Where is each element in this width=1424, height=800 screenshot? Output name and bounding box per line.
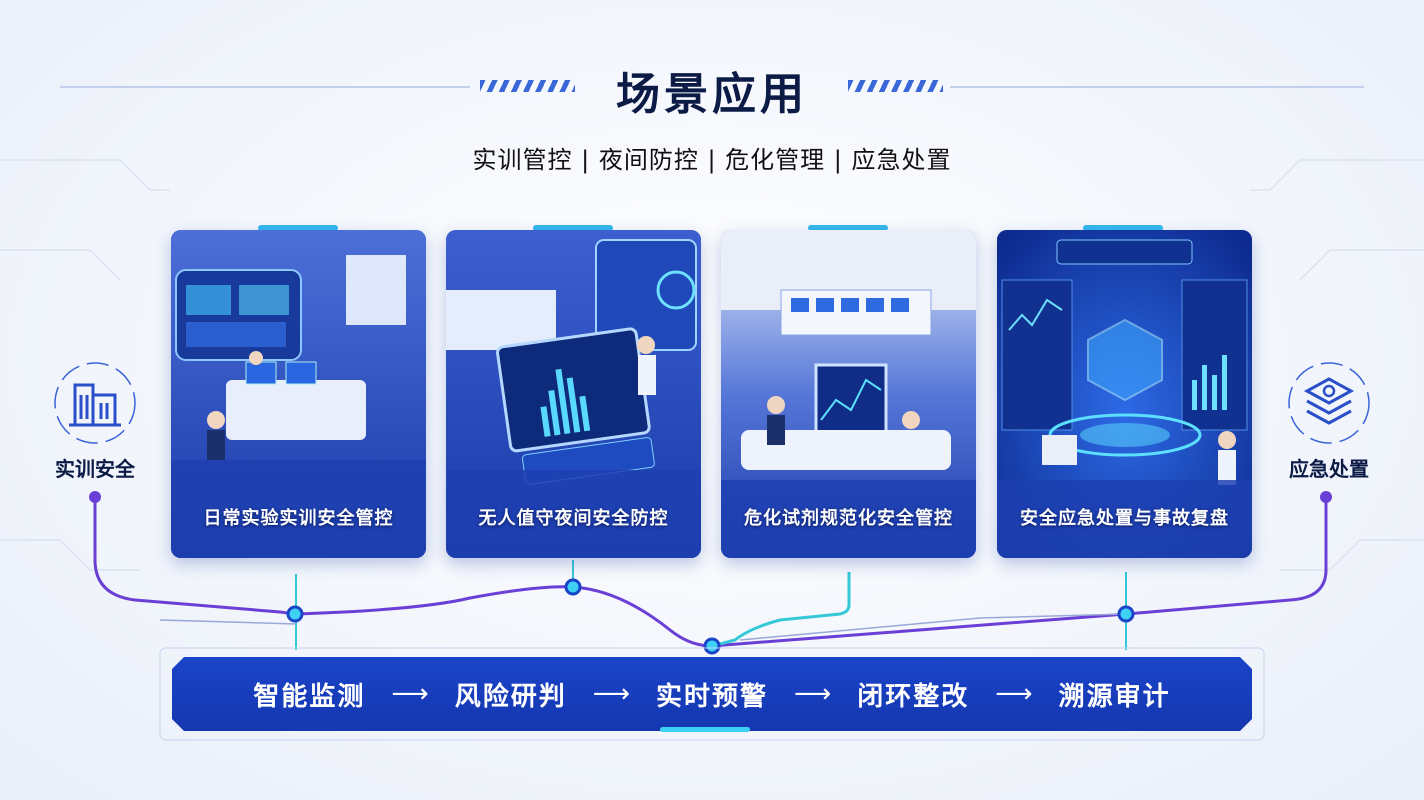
- card-tab: [533, 225, 613, 231]
- card-label: 危化试剂规范化安全管控: [744, 508, 953, 529]
- flow-step-monitor: 智能监测: [253, 681, 366, 712]
- title-dash-left: [480, 80, 575, 92]
- control-room-illustration: [721, 230, 976, 558]
- side-right-label: 应急处置: [1289, 457, 1369, 481]
- arrow-right-icon: ⟶: [995, 679, 1033, 709]
- side-left-training-safety: 实训安全: [40, 355, 150, 482]
- hologram-illustration: [997, 230, 1252, 558]
- scenario-card-emergency[interactable]: 安全应急处置与事故复盘: [997, 230, 1252, 558]
- page-title: 场景应用: [616, 69, 808, 120]
- page-subtitle: 实训管控 | 夜间防控 | 危化管理 | 应急处置: [472, 146, 952, 174]
- scenario-card-training[interactable]: 日常实验实训安全管控: [171, 230, 426, 558]
- process-flow-bar: 智能监测 ⟶ 风险研判 ⟶ 实时预警 ⟶ 闭环整改 ⟶ 溯源审计: [172, 657, 1252, 731]
- flow-step-alert: 实时预警: [655, 681, 768, 712]
- title-line-right: [950, 86, 1364, 88]
- flow-step-rectify: 闭环整改: [857, 681, 970, 712]
- arrow-right-icon: ⟶: [794, 679, 832, 709]
- title-line-left: [60, 86, 470, 88]
- card-tab: [808, 225, 888, 231]
- card-label: 安全应急处置与事故复盘: [1020, 508, 1229, 529]
- card-tab: [258, 225, 338, 231]
- building-icon: [47, 355, 143, 451]
- monitor-illustration: [446, 230, 701, 558]
- side-right-emergency: 应急处置: [1274, 355, 1384, 482]
- scenario-card-hazmat[interactable]: 危化试剂规范化安全管控: [721, 230, 976, 558]
- lab-illustration: [171, 230, 426, 558]
- card-label: 无人值守夜间安全防控: [478, 508, 669, 529]
- layers-shield-icon: [1281, 355, 1377, 451]
- title-dash-right: [848, 80, 943, 92]
- scenario-card-night[interactable]: 无人值守夜间安全防控: [446, 230, 701, 558]
- arrow-right-icon: ⟶: [391, 679, 429, 709]
- card-tab: [1083, 225, 1163, 231]
- side-left-label: 实训安全: [55, 457, 135, 481]
- card-label: 日常实验实训安全管控: [203, 508, 394, 529]
- flow-glow-accent: [660, 727, 750, 732]
- arrow-right-icon: ⟶: [592, 679, 630, 709]
- flow-step-assess: 风险研判: [454, 681, 567, 712]
- flow-step-audit: 溯源审计: [1058, 681, 1171, 712]
